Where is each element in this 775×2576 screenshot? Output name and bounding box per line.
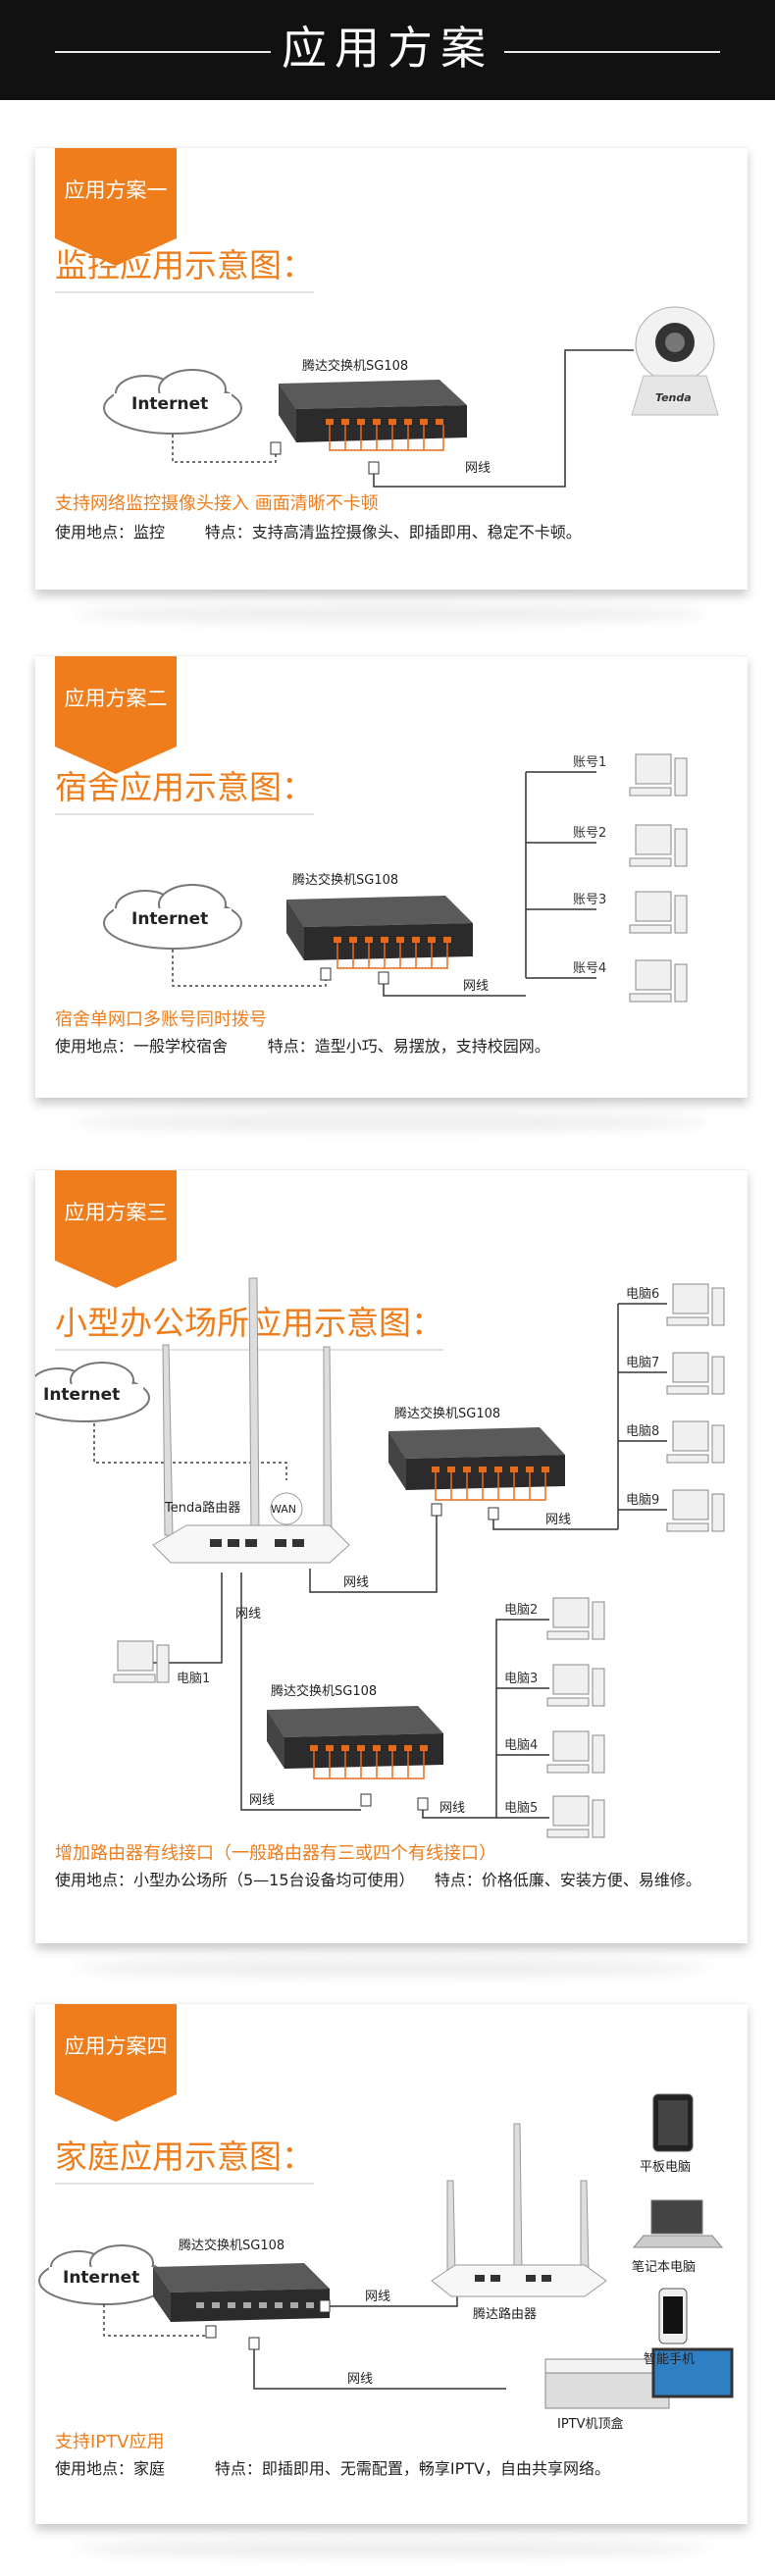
scenario-detail: 使用地点：家庭 特点：即插即用、无需配置，畅享IPTV，自由共享网络。: [55, 2459, 610, 2478]
pc-label: 电脑8: [626, 1424, 659, 1439]
switch-icon: [286, 896, 473, 969]
page-header: 应用方案: [0, 0, 775, 100]
header-rule-left: [55, 51, 271, 53]
switch-label: 腾达交换机SG108: [292, 872, 398, 888]
scenario-card-4: 应用方案四 家庭应用示意图： Internet 腾达交换机SG108 网线: [35, 2003, 748, 2524]
page-title: 应用方案: [282, 22, 493, 75]
internet-cloud-icon: Internet: [103, 884, 242, 950]
account-label: 账号3: [573, 893, 606, 907]
pc-label: 电脑3: [504, 1672, 538, 1686]
switch-label: 腾达交换机SG108: [394, 1406, 500, 1421]
account-label: 账号4: [573, 961, 606, 976]
switch-label: 腾达交换机SG108: [271, 1683, 377, 1699]
switch-icon: [279, 380, 467, 451]
pc-label: 电脑4: [504, 1738, 538, 1753]
scenario-highlight: 增加路由器有线接口（一般路由器有三或四个有线接口）: [55, 1843, 496, 1864]
account-label: 账号2: [573, 826, 606, 841]
scenario-detail: 使用地点：小型办公场所（5—15台设备均可使用） 特点：价格低廉、安装方便、易维…: [55, 1871, 701, 1889]
switch-icon: [388, 1427, 565, 1501]
pc-label: 电脑2: [504, 1603, 538, 1618]
computer-icons: [546, 1597, 605, 1838]
router-label: Tenda路由器: [164, 1500, 240, 1516]
internet-cloud-icon: Internet: [35, 1362, 150, 1422]
account-label: 账号1: [573, 755, 606, 770]
scenario-card-3: 应用方案三 小型办公场所应用示意图： Internet WAN Tenda路由器…: [35, 1169, 748, 1943]
laptop-icon: [632, 2199, 724, 2248]
cable-label: 网线: [235, 1607, 261, 1622]
monitoring-diagram: Internet 腾达交换机SG108 网线: [103, 306, 719, 488]
scenario-title: 宿舍应用示意图：: [55, 766, 314, 815]
pc-label: 电脑5: [504, 1801, 538, 1816]
scenario-tag-label: 应用方案二: [64, 687, 168, 710]
scenario-tag-label: 应用方案三: [64, 1201, 168, 1224]
pc-label: 电脑6: [626, 1287, 659, 1302]
internet-cloud-icon: Internet: [103, 369, 242, 435]
device-label: 笔记本电脑: [632, 2259, 696, 2275]
pc-label: 电脑7: [626, 1356, 659, 1370]
header-rule-right: [504, 51, 720, 53]
scenario-highlight: 支持网络监控摄像头接入 画面清晰不卡顿: [55, 493, 379, 514]
scenario-tag: 应用方案一: [55, 148, 177, 266]
computer-icons: [666, 1283, 725, 1532]
tablet-icon: [652, 2093, 694, 2152]
scenario-highlight: 宿舍单网口多账号同时拨号: [55, 1009, 267, 1030]
iptv-label: IPTV机顶盒: [557, 2416, 624, 2432]
router-icon: WAN: [152, 1277, 350, 1564]
dorm-diagram: Internet 腾达交换机SG108 网线 账号1: [103, 753, 688, 1003]
scenario-detail: 使用地点：一般学校宿舍 特点：造型小巧、易摆放，支持校园网。: [55, 1037, 550, 1056]
wan-label: WAN: [271, 1503, 296, 1516]
switch-icon: [267, 1706, 443, 1779]
cable-label: 网线: [365, 2290, 390, 2304]
smartphone-icon: [658, 2288, 688, 2344]
scenario-tag: 应用方案三: [55, 1170, 177, 1288]
scenario-highlight: 支持IPTV应用: [55, 2432, 165, 2452]
switch-icon: [153, 2263, 330, 2322]
cable-label: 网线: [249, 1793, 275, 1808]
internet-cloud-icon: Internet: [38, 2244, 170, 2305]
pc-label: 电脑9: [626, 1493, 659, 1508]
camera-icon: Tenda: [631, 306, 719, 416]
cable-label: 网线: [465, 461, 491, 476]
pc-label: 电脑1: [177, 1672, 210, 1686]
scenario-tag: 应用方案四: [55, 2004, 177, 2122]
cable-label: 网线: [439, 1801, 465, 1816]
router-label: 腾达路由器: [473, 2306, 537, 2322]
switch-label: 腾达交换机SG108: [302, 358, 408, 374]
scenario-title: 监控应用示意图：: [55, 244, 314, 293]
computer-icons: [629, 753, 688, 1003]
scenario-tag-label: 应用方案四: [64, 2035, 168, 2058]
home-diagram: Internet 腾达交换机SG108 网线 网线: [38, 2093, 734, 2432]
scenario-tag: 应用方案二: [55, 656, 177, 774]
cable-label: 网线: [347, 2372, 373, 2387]
device-label: 智能手机: [644, 2352, 695, 2367]
scenario-card-1: 应用方案一 监控应用示意图： Internet 腾达交换机SG108: [35, 147, 748, 590]
scenario-detail: 使用地点：监控 特点：支持高清监控摄像头、即插即用、稳定不卡顿。: [55, 523, 582, 541]
scenario-tag-label: 应用方案一: [64, 179, 168, 202]
scenario-title: 家庭应用示意图：: [55, 2136, 314, 2185]
computer-icon: [113, 1640, 170, 1683]
internet-label: Internet: [131, 909, 208, 929]
cable-label: 网线: [463, 979, 489, 994]
scenario-card-2: 应用方案二 宿舍应用示意图： Internet 腾达交换机SG108: [35, 655, 748, 1098]
switch-label: 腾达交换机SG108: [179, 2238, 284, 2253]
internet-label: Internet: [63, 2268, 139, 2288]
cable-label: 网线: [343, 1575, 369, 1590]
router-icon: [431, 2123, 607, 2297]
device-label: 平板电脑: [640, 2160, 691, 2175]
cable-label: 网线: [545, 1513, 571, 1527]
camera-brand: Tenda: [655, 391, 692, 404]
office-diagram: Internet WAN Tenda路由器 网线 电脑1 腾达交换机SG108: [35, 1277, 725, 1838]
internet-label: Internet: [43, 1385, 120, 1405]
iptv-icon: [544, 2347, 734, 2409]
internet-label: Internet: [131, 394, 208, 414]
